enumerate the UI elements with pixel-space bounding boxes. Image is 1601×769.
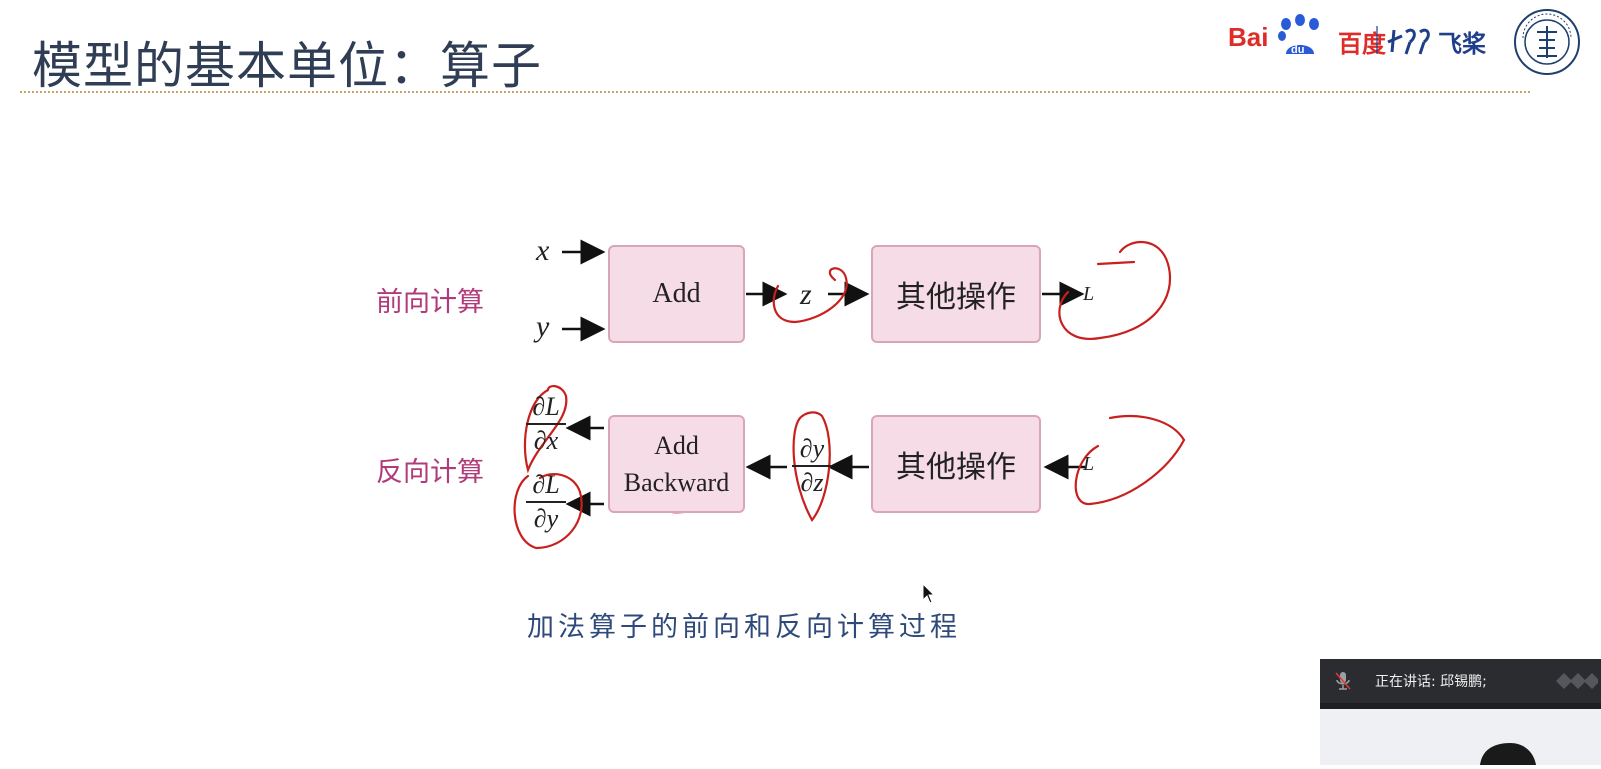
mic-icon[interactable] (1334, 671, 1352, 691)
speaker-bar[interactable]: 正在讲话: 邱锡鹏; (1320, 659, 1601, 703)
grad-L-y-num: ∂L (532, 470, 560, 499)
drag-handle-icon[interactable] (1552, 671, 1598, 691)
baidu-logo-cn: 百度 (1338, 30, 1386, 58)
other-op-backward-box: 其他操作 (871, 415, 1041, 513)
speaker-silhouette (1480, 743, 1536, 765)
grad-y-z: ∂y ∂z (792, 434, 832, 498)
speaker-video[interactable] (1320, 709, 1601, 765)
speaker-panel[interactable]: 正在讲话: 邱锡鹏; (1320, 659, 1601, 765)
add-op-box: Add (608, 245, 745, 343)
title-divider (20, 91, 1530, 93)
add-backward-line2: Backward (623, 468, 730, 497)
logo-separator (1376, 26, 1378, 54)
add-backward-line1: Add (654, 431, 699, 460)
fudan-seal-icon (1514, 9, 1580, 75)
input-L: L (1083, 453, 1095, 475)
slide-title: 模型的基本单位：算子 (32, 37, 542, 95)
fraction-bar (792, 465, 832, 467)
grad-L-x-den: ∂x (533, 426, 559, 455)
grad-L-y: ∂L ∂y (526, 470, 566, 534)
output-L: L (1083, 283, 1095, 305)
paddle-mark-icon (1387, 28, 1430, 55)
forward-label: 前向计算 (376, 287, 484, 318)
grad-y-z-num: ∂y (799, 434, 825, 463)
grad-L-x-num: ∂L (532, 392, 560, 421)
add-backward-op-box: Add Backward (608, 415, 745, 513)
speaking-status: 正在讲话: 邱锡鹏; (1375, 674, 1487, 690)
grad-y-z-den: ∂z (800, 468, 824, 497)
figure-caption: 加法算子的前向和反向计算过程 (527, 612, 961, 643)
fraction-bar (526, 423, 566, 425)
input-x: x (536, 234, 550, 267)
svg-text:du: du (1291, 44, 1304, 56)
other-op-forward-box: 其他操作 (871, 245, 1041, 343)
backward-label: 反向计算 (376, 457, 484, 488)
logo-bar: Bai du 百度 飞桨 (1228, 8, 1596, 80)
input-y: y (536, 310, 550, 343)
paddle-logo-cn: 飞桨 (1438, 30, 1486, 58)
intermediate-z: z (800, 278, 812, 311)
baidu-logo-text: Bai (1228, 22, 1269, 52)
mouse-cursor-icon (922, 583, 936, 604)
grad-L-y-den: ∂y (533, 504, 559, 533)
baidu-paw-icon: du (1278, 14, 1319, 56)
grad-L-x: ∂L ∂x (526, 392, 566, 456)
fraction-bar (526, 501, 566, 503)
